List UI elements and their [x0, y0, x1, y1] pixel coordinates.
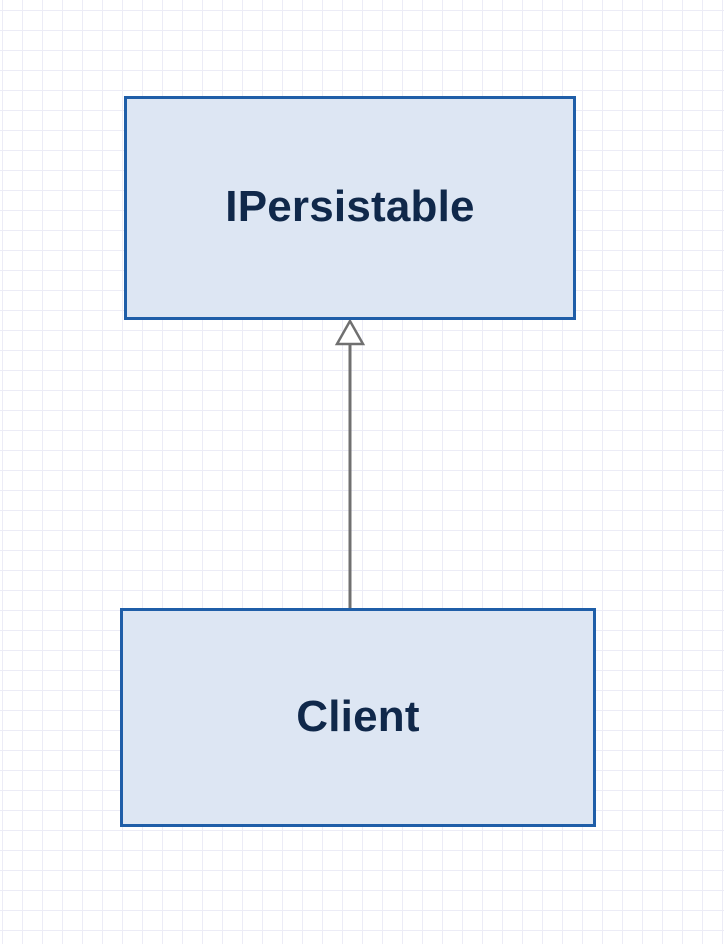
class-box-ipersistable[interactable]: IPersistable	[124, 96, 576, 320]
class-name-ipersistable: IPersistable	[225, 182, 475, 231]
hollow-triangle-arrowhead-icon	[334, 318, 366, 346]
class-box-client[interactable]: Client	[120, 608, 596, 827]
class-name-client: Client	[296, 691, 420, 741]
